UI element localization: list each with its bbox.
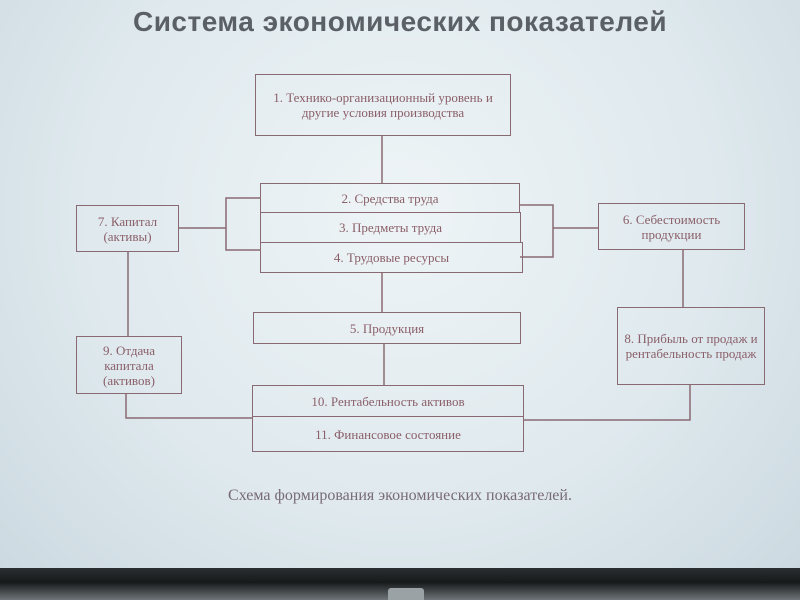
box-financial-state: 11. Финансовое состояние (252, 416, 524, 452)
slide-title: Система экономических показателей (132, 6, 668, 37)
screen-bezel-clip (388, 588, 424, 600)
bracket-left (225, 197, 260, 251)
box-means-of-labor: 2. Средства труда (260, 183, 520, 213)
box-capital-assets: 7. Капитал (активы) (76, 205, 179, 252)
bracket-right (520, 204, 554, 258)
box-return-on-assets: 10. Рентабельность активов (252, 385, 524, 417)
diagram-caption: Схема формирования экономических показат… (228, 487, 572, 504)
box-technical-level: 1. Технико-организационный уровень и дру… (255, 74, 511, 136)
box-products: 5. Продукция (253, 312, 521, 344)
box-capital-return: 9. Отдача капитала (активов) (76, 336, 182, 394)
connector-9-10 (125, 394, 252, 419)
box-labor-resources: 4. Трудовые ресурсы (260, 242, 523, 273)
box-profit-profitability: 8. Прибыль от продаж и рентабельность пр… (617, 307, 765, 385)
box-objects-of-labor: 3. Предметы труда (260, 212, 521, 243)
connector-8-10 (524, 384, 691, 421)
box-product-cost: 6. Себестоимость продукции (598, 203, 745, 250)
